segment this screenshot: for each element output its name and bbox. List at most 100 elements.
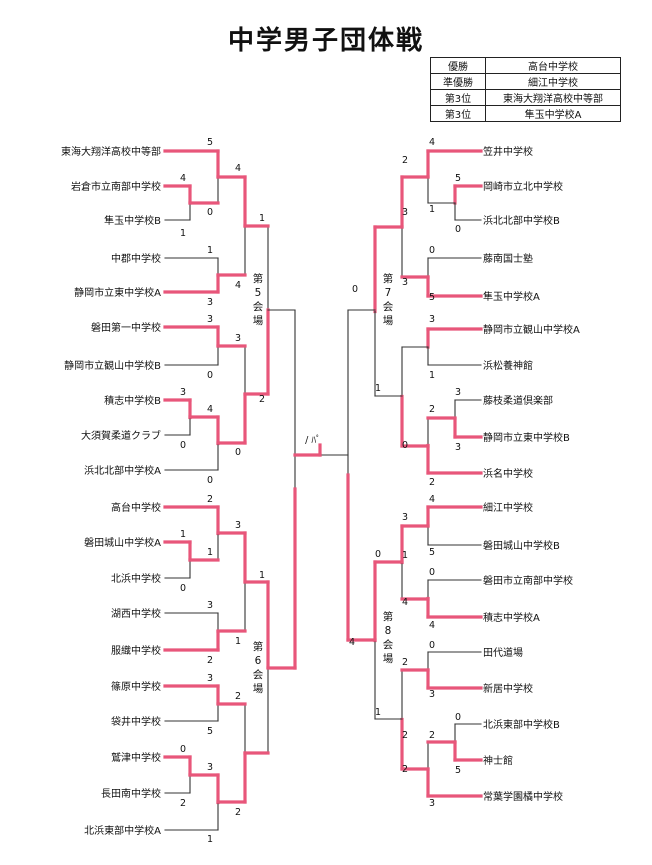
score-label: 2 xyxy=(235,807,241,818)
score-label: 1 xyxy=(402,550,408,561)
score-label: 1 xyxy=(259,570,265,581)
score-label: 2 xyxy=(402,764,408,775)
team-name: 磐田城山中学校B xyxy=(483,539,560,552)
venue-label: 5 xyxy=(255,287,262,299)
score-label: 3 xyxy=(402,512,408,523)
score-label: 4 xyxy=(235,163,241,174)
team-name: 浜北北部中学校A xyxy=(84,464,161,477)
score-label: 1 xyxy=(235,636,241,647)
score-label: 3 xyxy=(207,762,213,773)
results-row: 第3位 東海大翔洋高校中等部 xyxy=(430,89,621,106)
score-label: 2 xyxy=(402,730,408,741)
score-label: 0 xyxy=(180,583,186,594)
score-label: 0 xyxy=(235,447,241,458)
score-label: 5 xyxy=(455,173,461,184)
team-name: 細江中学校 xyxy=(483,501,533,514)
score-label: 0 xyxy=(375,549,381,560)
team-name: 高台中学校 xyxy=(111,501,161,514)
team-name: 積志中学校A xyxy=(483,611,540,624)
team-name: 静岡市立東中学校B xyxy=(483,431,570,444)
team-name: 浜松養神館 xyxy=(483,359,533,372)
venue-label: 場 xyxy=(253,314,264,327)
score-label: 3 xyxy=(235,520,241,531)
score-label: 0 xyxy=(207,370,213,381)
venue-label: 第 xyxy=(253,272,264,285)
team-name: 田代道場 xyxy=(483,646,523,659)
score-label: 3 xyxy=(235,333,241,344)
score-label: 3 xyxy=(429,798,435,809)
score-label: 2 xyxy=(402,155,408,166)
score-label: 3 xyxy=(455,387,461,398)
team-name: 長田南中学校 xyxy=(101,787,161,800)
team-name: 北浜東部中学校B xyxy=(483,718,560,731)
score-label: 4 xyxy=(429,137,435,148)
score-label: 3 xyxy=(207,314,213,325)
page-title: 中学男子団体戦 xyxy=(227,26,424,56)
score-label: 2 xyxy=(207,494,213,505)
score-label: 2 xyxy=(429,404,435,415)
score-label: 0 xyxy=(402,440,408,451)
score-label: 0 xyxy=(455,224,461,235)
score-label: 1 xyxy=(207,245,213,256)
score-label: 3 xyxy=(207,673,213,684)
team-name: 隼玉中学校A xyxy=(483,290,540,303)
final-mark: / ﾊﾟ xyxy=(305,435,321,446)
team-name: 藤枝柔道倶楽部 xyxy=(483,394,553,407)
score-label: 2 xyxy=(180,798,186,809)
venue-label: 第 xyxy=(383,610,394,623)
team-name: 藤南国士塾 xyxy=(483,252,533,265)
score-label: 4 xyxy=(180,173,186,184)
team-name: 岡崎市立北中学校 xyxy=(483,180,563,193)
score-label: 4 xyxy=(207,404,213,415)
team-name: 磐田城山中学校A xyxy=(84,536,161,549)
score-label: 5 xyxy=(455,765,461,776)
team-name: 篠原中学校 xyxy=(111,680,161,693)
results-row: 優勝 高台中学校 xyxy=(430,57,621,74)
venue-label: 会 xyxy=(253,300,264,313)
team-name: 湖西中学校 xyxy=(111,607,161,620)
team-name: 静岡市立観山中学校A xyxy=(483,323,580,336)
score-label: 2 xyxy=(429,477,435,488)
score-label: 1 xyxy=(375,707,381,718)
team-name: 新居中学校 xyxy=(483,682,533,695)
team-name: 北浜中学校 xyxy=(111,572,161,585)
venue-label: 6 xyxy=(255,655,262,667)
score-label: 3 xyxy=(429,689,435,700)
score-label: 5 xyxy=(207,137,213,148)
score-label: 4 xyxy=(235,280,241,291)
score-label: 4 xyxy=(402,597,408,608)
score-label: 0 xyxy=(180,744,186,755)
score-label: 1 xyxy=(180,228,186,239)
score-label: 1 xyxy=(207,834,213,845)
score-label: 3 xyxy=(402,207,408,218)
score-label: 5 xyxy=(429,547,435,558)
rank-cell: 第3位 xyxy=(430,105,486,122)
venue-label: 会 xyxy=(383,638,394,651)
venue-label: 場 xyxy=(383,314,394,327)
score-label: 0 xyxy=(455,712,461,723)
score-label: 0 xyxy=(429,640,435,651)
score-label: 2 xyxy=(259,394,265,405)
score-label: 4 xyxy=(429,620,435,631)
score-label: 3 xyxy=(402,277,408,288)
venue-label: 場 xyxy=(253,682,264,695)
team-name: 浜北北部中学校B xyxy=(483,214,560,227)
score-label: 1 xyxy=(429,370,435,381)
score-label: 5 xyxy=(429,292,435,303)
venue-label: 第 xyxy=(383,272,394,285)
team-name: 常葉学園橘中学校 xyxy=(483,790,563,803)
score-label: 3 xyxy=(429,314,435,325)
score-label: 0 xyxy=(207,207,213,218)
score-label: 4 xyxy=(349,637,355,648)
team-name: 磐田市立南部中学校 xyxy=(483,574,573,587)
score-label: 2 xyxy=(402,657,408,668)
results-row: 第3位 隼玉中学校A xyxy=(430,105,621,122)
score-label: 0 xyxy=(429,245,435,256)
score-label: 2 xyxy=(207,655,213,666)
score-label: 1 xyxy=(180,529,186,540)
venue-label: 8 xyxy=(385,625,392,637)
team-name: 磐田第一中学校 xyxy=(91,321,161,334)
venue-label: 第 xyxy=(253,640,264,653)
venue-label: 場 xyxy=(383,652,394,665)
team-name: 静岡市立観山中学校B xyxy=(64,359,161,372)
